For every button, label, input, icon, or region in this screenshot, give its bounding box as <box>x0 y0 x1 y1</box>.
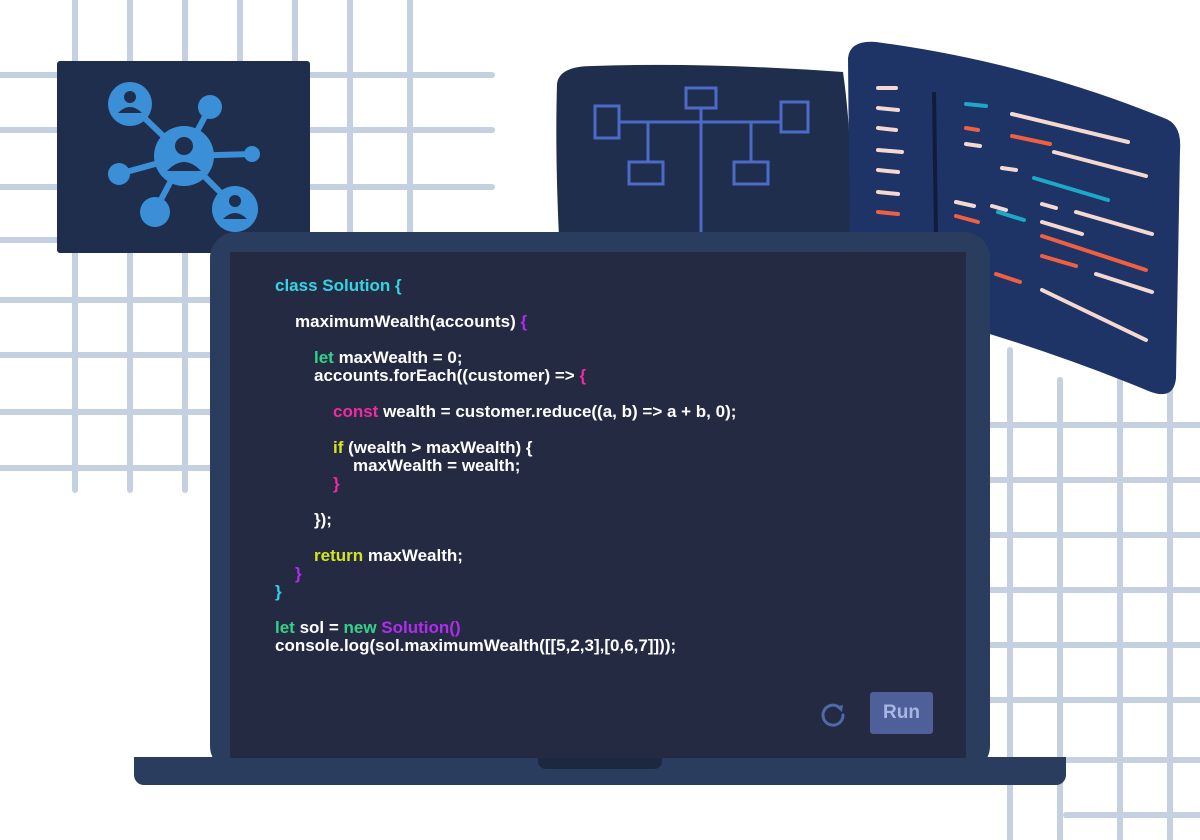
code-line: console.log(sol.maximumWealth([[5,2,3],[… <box>275 636 676 656</box>
code-line: return maxWealth; <box>314 546 463 566</box>
code-token: maximumWealth(accounts) <box>295 312 521 331</box>
code-token: maxWealth = 0; <box>338 348 463 367</box>
code-token: } <box>333 474 340 493</box>
code-token: let <box>314 348 339 367</box>
code-token: maxWealth; <box>367 546 463 565</box>
code-token: } <box>275 582 282 601</box>
code-line: const wealth = customer.reduce((a, b) =>… <box>333 402 736 422</box>
laptop-notch <box>538 757 662 769</box>
tree-diagram-icon <box>556 64 852 237</box>
code-token: }); <box>314 510 332 529</box>
code-token: } <box>295 564 302 583</box>
code-token: return <box>314 546 368 565</box>
code-line: } <box>275 582 282 602</box>
code-token: let <box>275 618 300 637</box>
code-line: let sol = new Solution() <box>275 618 461 638</box>
code-editor[interactable]: class Solution { maximumWealth(accounts) … <box>230 252 966 758</box>
run-button[interactable]: Run <box>870 692 933 734</box>
code-line: class Solution { <box>275 276 402 296</box>
network-users-icon <box>108 82 260 232</box>
code-token: { <box>520 312 528 331</box>
code-line: } <box>333 474 340 494</box>
code-area[interactable]: class Solution { maximumWealth(accounts) … <box>230 252 966 758</box>
code-line: }); <box>314 510 332 530</box>
network-card <box>57 61 310 253</box>
code-token: (wealth > maxWealth) { <box>348 438 533 457</box>
code-line: let maxWealth = 0; <box>314 348 463 368</box>
code-line: if (wealth > maxWealth) { <box>333 438 533 458</box>
code-token: accounts.forEach((customer) => <box>314 366 580 385</box>
code-line: } <box>295 564 302 584</box>
code-line: maxWealth = wealth; <box>353 456 520 476</box>
code-token: wealth = customer.reduce((a, b) => a + b… <box>383 402 737 421</box>
refresh-icon[interactable] <box>818 699 848 729</box>
code-line: accounts.forEach((customer) => { <box>314 366 586 386</box>
code-token: const <box>333 402 384 421</box>
code-token: class Solution { <box>275 276 402 295</box>
code-token: Solution() <box>381 618 461 637</box>
code-token: sol = <box>299 618 344 637</box>
code-token: if <box>333 438 349 457</box>
code-token: maxWealth = wealth; <box>353 456 521 475</box>
code-token: console.log(sol.maximumWealth([[5,2,3],[… <box>275 636 677 655</box>
diagram-card <box>553 62 855 237</box>
code-line: maximumWealth(accounts) { <box>295 312 527 332</box>
code-token: new <box>343 618 382 637</box>
code-token: { <box>579 366 587 385</box>
